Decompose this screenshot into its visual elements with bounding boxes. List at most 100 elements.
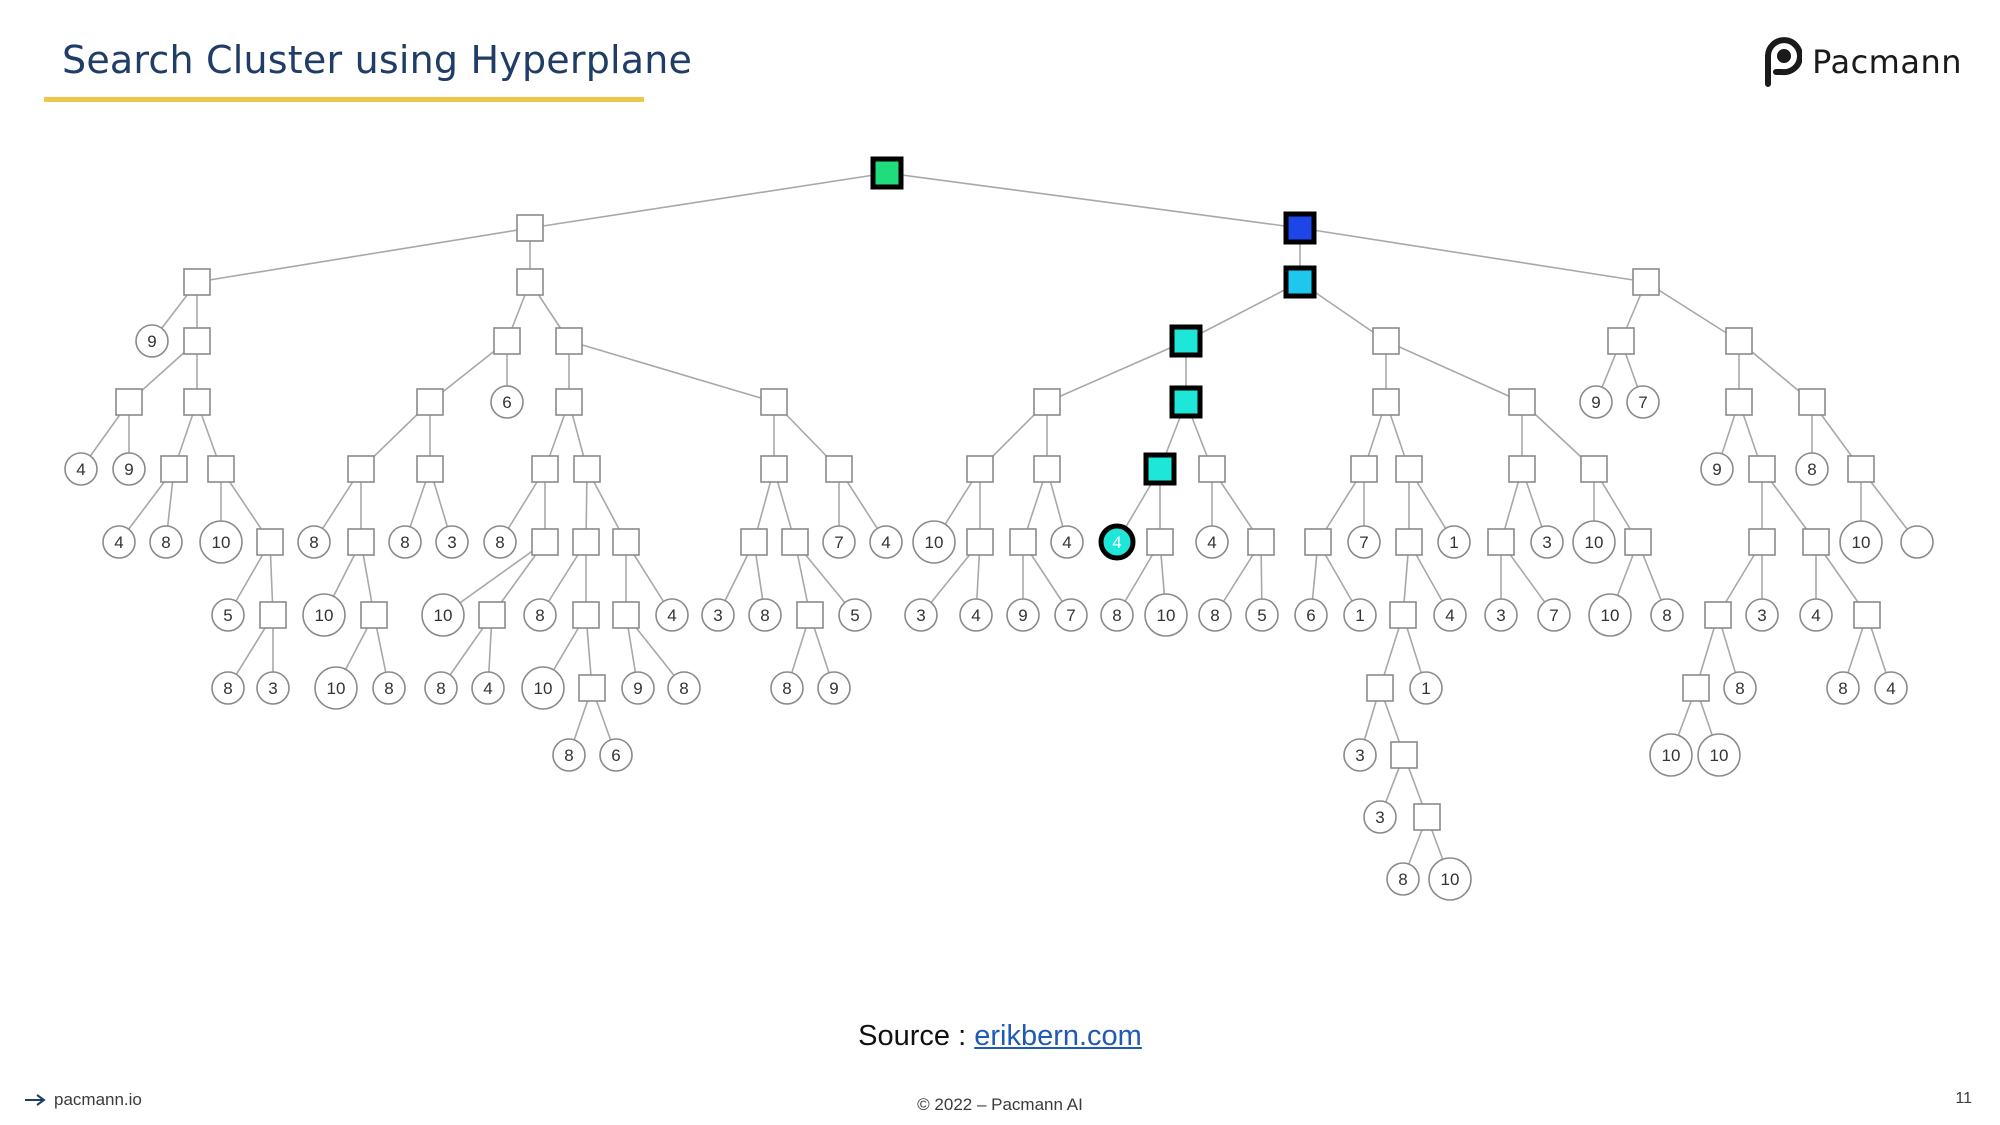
leaf-label: 4 [483, 679, 492, 698]
leaf-label: 3 [447, 533, 456, 552]
leaf-node: 8 [1795, 452, 1829, 486]
leaf-label: 8 [679, 679, 688, 698]
split-node [183, 327, 211, 355]
leaf-label: 10 [327, 679, 346, 698]
leaf-label: 4 [1112, 533, 1121, 552]
title-underline [44, 97, 644, 102]
footer-website[interactable]: pacmann.io [24, 1090, 142, 1110]
leaf-node: 6 [1294, 598, 1328, 632]
split-node [1366, 674, 1394, 702]
tree-edge [568, 340, 775, 403]
leaf-label: 8 [436, 679, 445, 698]
split-node [1390, 741, 1418, 769]
tree-edge [1185, 281, 1301, 342]
leaf-node: 7 [1537, 598, 1571, 632]
split-node [555, 388, 583, 416]
leaf-node: 10 [1572, 520, 1616, 564]
split-node [1580, 455, 1608, 483]
leaf-node: 9 [135, 324, 169, 358]
leaf-label: 8 [384, 679, 393, 698]
leaf-label: 9 [1712, 460, 1721, 479]
leaf-node: 8 [424, 671, 458, 705]
split-node [516, 214, 544, 242]
split-node [1725, 327, 1753, 355]
leaf-node: 1 [1409, 671, 1443, 705]
split-node [360, 601, 388, 629]
leaf-node: 10 [1428, 857, 1472, 901]
split-node [478, 601, 506, 629]
leaf-label: 8 [495, 533, 504, 552]
split-node [573, 455, 601, 483]
leaf-label: 7 [1359, 533, 1368, 552]
tree-edge [1645, 281, 1740, 342]
split-node [1372, 388, 1400, 416]
leaf-label: 5 [1257, 606, 1266, 625]
pacmann-logo-icon [1765, 37, 1803, 87]
split-node [966, 455, 994, 483]
split-node [760, 455, 788, 483]
leaf-node: 3 [1484, 598, 1518, 632]
split-node [572, 601, 600, 629]
leaf-label: 8 [1398, 870, 1407, 889]
leaf-node: 10 [1649, 733, 1693, 777]
leaf-node: 3 [1745, 598, 1779, 632]
leaf-label: 5 [850, 606, 859, 625]
leaf-node: 10 [1839, 520, 1883, 564]
split-node [416, 455, 444, 483]
leaf-node: 9 [817, 671, 851, 705]
split-node [578, 674, 606, 702]
split-node [612, 528, 640, 556]
split-node [1802, 528, 1830, 556]
leaf-node: 9 [1700, 452, 1734, 486]
search-path-node [1283, 265, 1317, 299]
split-node [1395, 455, 1423, 483]
leaf-node: 3 [1363, 800, 1397, 834]
split-node [760, 388, 788, 416]
leaf-node: 4 [64, 452, 98, 486]
leaf-node: 10 [1697, 733, 1741, 777]
leaf-node: 8 [770, 671, 804, 705]
leaf-label: 6 [502, 393, 511, 412]
leaf-label: 9 [1591, 393, 1600, 412]
leaf-label: 10 [1585, 533, 1604, 552]
leaf-label: 5 [223, 606, 232, 625]
leaf-node: 8 [1198, 598, 1232, 632]
split-node [207, 455, 235, 483]
leaf-node: 8 [748, 598, 782, 632]
leaf-node: 8 [667, 671, 701, 705]
leaf-node: 5 [838, 598, 872, 632]
leaf-node: 8 [149, 525, 183, 559]
leaf-label: 8 [564, 746, 573, 765]
leaf-node: 8 [523, 598, 557, 632]
leaf-label: 3 [1355, 746, 1364, 765]
leaf-label: 3 [713, 606, 722, 625]
split-node [183, 268, 211, 296]
leaf-label: 8 [760, 606, 769, 625]
split-node [531, 528, 559, 556]
leaf-label: 8 [535, 606, 544, 625]
split-node [612, 601, 640, 629]
leaf-label: 3 [916, 606, 925, 625]
leaf-node: 10 [912, 520, 956, 564]
source-caption: Source : erikbern.com [0, 1020, 2000, 1053]
source-label: Source : [858, 1020, 975, 1052]
source-link[interactable]: erikbern.com [974, 1020, 1142, 1052]
leaf-label: 8 [1210, 606, 1219, 625]
leaf-node: 8 [211, 671, 245, 705]
leaf-node: 10 [1588, 593, 1632, 637]
slide-title: Search Cluster using Hyperplane [62, 38, 693, 82]
leaf-node: 1 [1343, 598, 1377, 632]
leaf-label: 7 [834, 533, 843, 552]
leaf-node: 7 [1054, 598, 1088, 632]
leaf-label: 9 [1018, 606, 1027, 625]
leaf-label: 8 [1807, 460, 1816, 479]
leaf-label: 1 [1421, 679, 1430, 698]
leaf-node: 8 [1650, 598, 1684, 632]
leaf-label: 3 [1542, 533, 1551, 552]
leaf-node: 4 [959, 598, 993, 632]
split-node [115, 388, 143, 416]
leaf-label: 10 [315, 606, 334, 625]
leaf-label: 4 [1445, 606, 1454, 625]
leaf-label: 3 [1375, 808, 1384, 827]
